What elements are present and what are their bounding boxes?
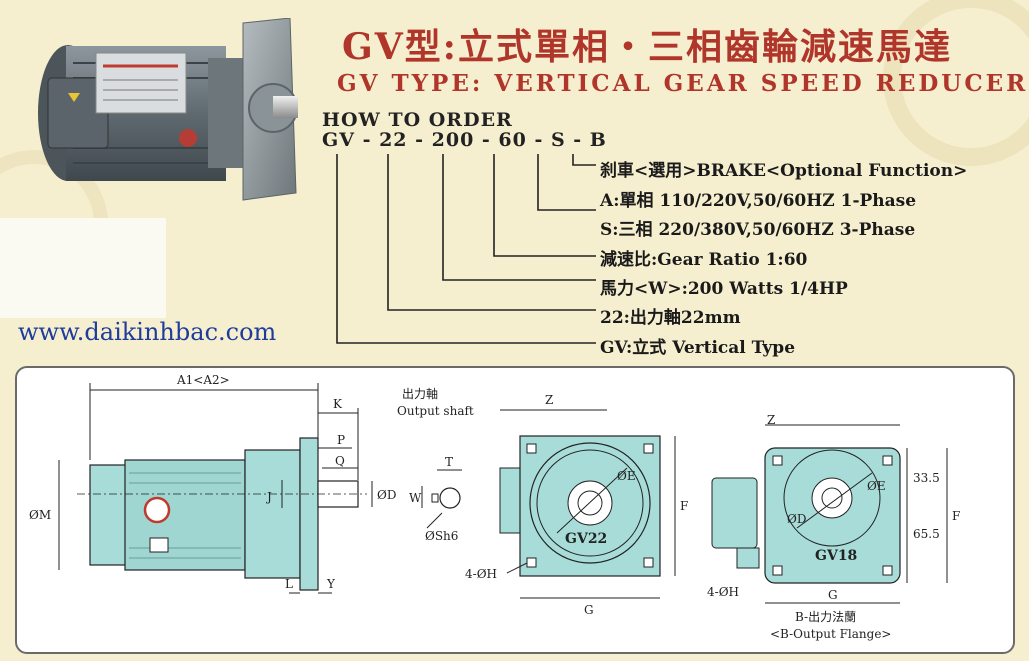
dim-label-k: K [333, 397, 343, 411]
motor-photo [38, 18, 298, 201]
gv22-label-e: ØE [617, 469, 636, 483]
gv22-front-drawing: Z ØE F G 4-ØH GV22 [465, 393, 688, 617]
shaft-title-cn: 出力軸 [402, 387, 438, 401]
dim-label-a1: A1<A2> [176, 373, 230, 387]
flange-caption-cn: B-出力法蘭 [795, 610, 856, 624]
gv22-label-h: 4-ØH [465, 567, 497, 581]
gv18-dim-65: 65.5 [913, 527, 940, 541]
dim-label-l: L [285, 577, 293, 591]
dimension-diagram: A1<A2> K P Q ØD ØM J L Y 出力軸 Output shaf… [15, 366, 1015, 654]
output-shaft-drawing: 出力軸 Output shaft T W ØSh6 [397, 387, 474, 543]
option-output-shaft: 22:出力軸22mm [600, 308, 741, 328]
gv22-model-label: GV22 [565, 531, 607, 547]
dim-label-p: P [337, 433, 345, 447]
shaft-label-t: T [445, 455, 453, 469]
shaft-label-sh6: ØSh6 [425, 529, 458, 543]
blank-area [0, 218, 166, 318]
order-connector-lines [336, 154, 596, 344]
option-brake: 刹車<選用>BRAKE<Optional Function> [600, 161, 968, 181]
option-gear-ratio: 減速比:Gear Ratio 1:60 [600, 250, 808, 270]
gv18-front-drawing: Z ØE ØD F G 4-ØH 33.5 65.5 GV18 B-出力法蘭 <… [707, 413, 960, 641]
shaft-title-en: Output shaft [397, 404, 474, 418]
page-title-en: GV TYPE: VERTICAL GEAR SPEED REDUCERS [337, 70, 1029, 97]
gv18-model-label: GV18 [815, 548, 857, 564]
website-link[interactable]: www.daikinhbac.com [18, 318, 277, 346]
gv22-label-f: F [680, 499, 688, 513]
gv18-label-z: Z [767, 413, 775, 427]
gv22-label-z: Z [545, 393, 553, 407]
dim-label-y: Y [326, 577, 336, 591]
dim-label-m: ØM [29, 508, 51, 522]
option-vertical-type: GV:立式 Vertical Type [600, 338, 796, 358]
gv22-label-g: G [584, 603, 594, 617]
dim-label-j: J [265, 490, 272, 504]
gv18-label-d: ØD [787, 512, 806, 526]
page-title-cn: GV型:立式單相・三相齒輪減速馬達 [342, 26, 952, 68]
option-three-phase: S:三相 220/380V,50/60HZ 3-Phase [600, 220, 916, 240]
option-single-phase: A:單相 110/220V,50/60HZ 1-Phase [600, 191, 917, 211]
gv18-dim-33: 33.5 [913, 471, 940, 485]
flange-caption-en: <B-Output Flange> [770, 627, 891, 641]
dim-label-d: ØD [377, 488, 396, 502]
dim-label-q: Q [335, 454, 345, 468]
model-code: GV - 22 - 200 - 60 - S - B [322, 129, 607, 151]
gv18-label-h: 4-ØH [707, 585, 739, 599]
gv18-label-f: F [952, 509, 960, 523]
option-horsepower: 馬力<W>:200 Watts 1/4HP [600, 279, 848, 299]
gv18-label-g: G [828, 588, 838, 602]
gv18-label-e: ØE [867, 479, 886, 493]
side-view-drawing: A1<A2> K P Q ØD ØM J L Y [29, 373, 396, 594]
dimension-drawings: A1<A2> K P Q ØD ØM J L Y 出力軸 Output shaf… [29, 373, 960, 641]
how-to-order-heading: HOW TO ORDER [322, 109, 513, 131]
shaft-label-w: W [409, 491, 422, 505]
